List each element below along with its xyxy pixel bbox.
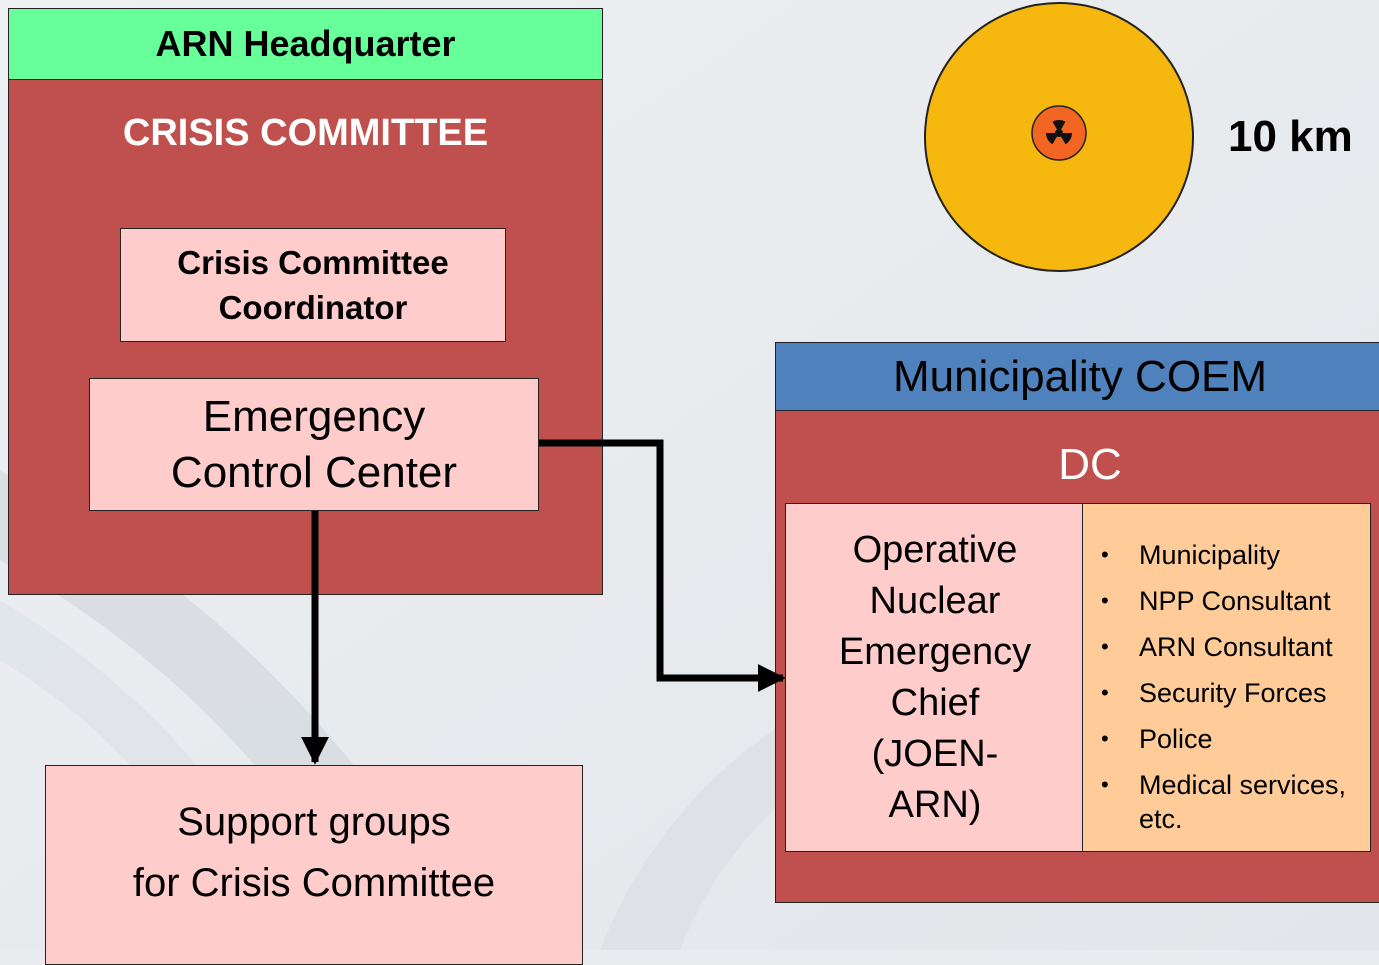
list-item: •ARN Consultant (1101, 632, 1333, 662)
list-item: •Medical services, etc. (1101, 770, 1347, 834)
chief-line: Emergency (838, 630, 1032, 673)
chief-line: (JOEN- (871, 732, 999, 775)
support-groups-box: Support groups for Crisis Committee (45, 765, 583, 965)
support-line: Support groups (177, 800, 451, 844)
ecc-line: Emergency (202, 391, 426, 441)
list-item: •Municipality (1101, 540, 1281, 570)
bullet-icon: • (1101, 542, 1109, 567)
dc-members-list: •Municipality •NPP Consultant •ARN Consu… (1083, 504, 1370, 836)
bullet-icon: • (1101, 726, 1109, 751)
operative-chief-box: Operative Nuclear Emergency Chief (JOEN-… (785, 503, 1085, 852)
hq-header: ARN Headquarter (8, 8, 603, 80)
support-line: for Crisis Committee (132, 861, 496, 905)
zone-radius-label: 10 km (1228, 112, 1353, 161)
emergency-control-center-box: Emergency Control Center (89, 378, 539, 511)
crisis-committee-coordinator-box: Crisis Committee Coordinator (120, 228, 506, 342)
hq-title: ARN Headquarter (155, 23, 456, 64)
bullet-icon: • (1101, 588, 1109, 613)
bullet-icon: • (1101, 634, 1109, 659)
list-item: •Security Forces (1101, 678, 1327, 708)
coem-title: Municipality COEM (892, 352, 1268, 401)
coem-header: Municipality COEM (775, 342, 1379, 412)
dc-label: DC (1058, 440, 1122, 489)
ecc-line: Control Center (170, 447, 458, 497)
crisis-committee-title: CRISIS COMMITTEE (122, 112, 489, 154)
list-item: •Police (1101, 724, 1213, 754)
bullet-icon: • (1101, 680, 1109, 705)
coordinator-line: Coordinator (218, 289, 408, 326)
chief-line: Chief (890, 681, 980, 724)
chief-line: Nuclear (869, 579, 1001, 622)
chief-line: ARN) (888, 783, 982, 826)
coordinator-line: Crisis Committee (177, 244, 449, 281)
list-item: •NPP Consultant (1101, 586, 1331, 616)
bullet-icon: • (1101, 772, 1109, 797)
dc-members-box: •Municipality •NPP Consultant •ARN Consu… (1082, 503, 1371, 852)
chief-line: Operative (852, 528, 1018, 571)
